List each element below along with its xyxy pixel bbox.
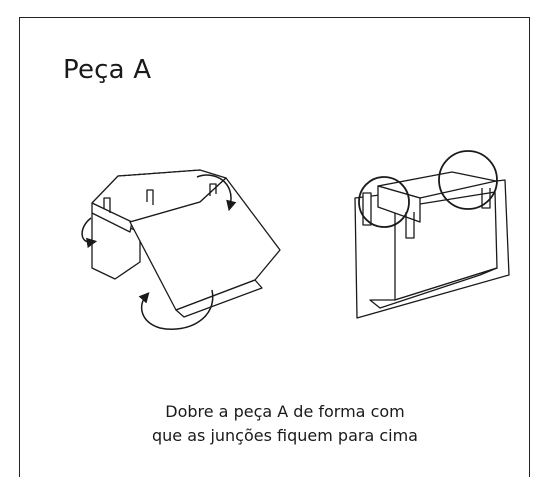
instruction-line-2: que as junções fiquem para cima [152,426,418,445]
rotation-arrow-icon [81,174,237,330]
instruction-panel [19,17,530,477]
instruction-line-1: Dobre a peça A de forma com [165,402,405,421]
instruction-caption: Dobre a peça A de forma com que as junçõ… [60,400,510,448]
folded-box-figure [354,171,510,319]
page-title: Peça A [63,55,152,85]
joint-highlight-icon [358,150,498,228]
folding-box-figure [91,169,281,318]
